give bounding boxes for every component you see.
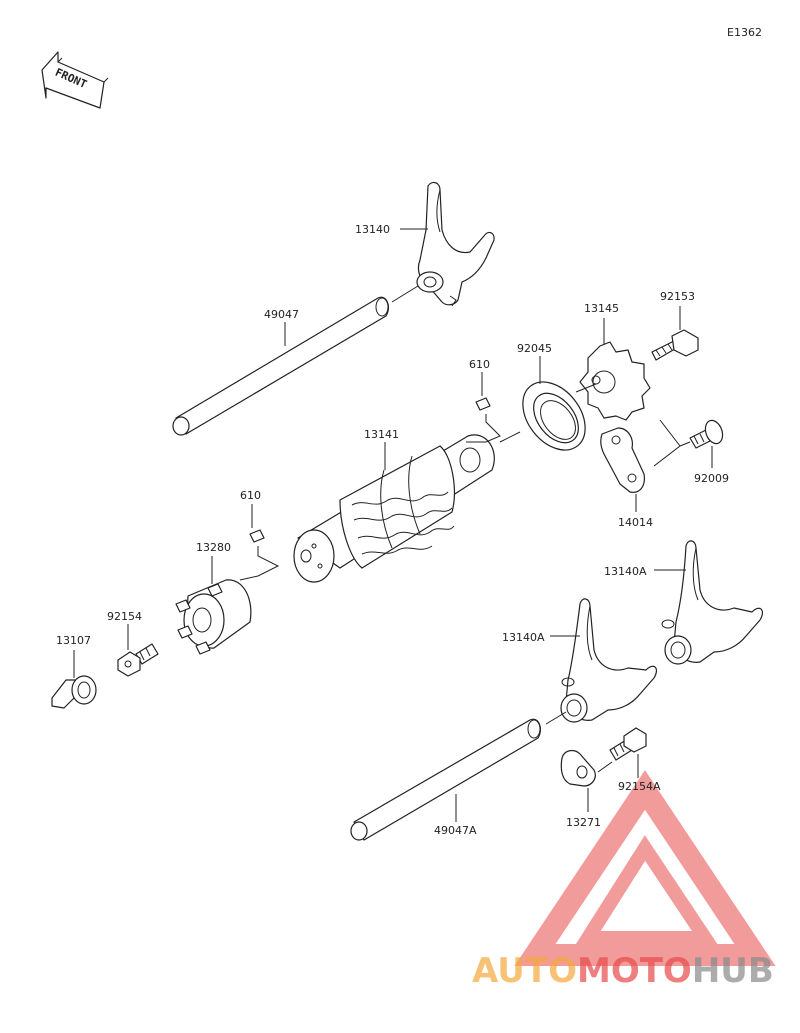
- plate-14014: [600, 427, 645, 493]
- watermark-auto: AUTO: [472, 951, 577, 991]
- label-49047: 49047: [264, 308, 299, 321]
- label-13140a-left: 13140A: [502, 631, 545, 644]
- shift-drum-13141: [293, 434, 495, 583]
- watermark-moto: MOTO: [577, 951, 692, 991]
- label-92153: 92153: [660, 290, 695, 303]
- label-13140: 13140: [355, 223, 390, 236]
- watermark-triangle-icon: [514, 770, 776, 966]
- shift-rod-49047a: [350, 718, 542, 841]
- plate-13271: [560, 749, 596, 787]
- label-610-upper: 610: [469, 358, 490, 371]
- front-arrow-icon: FRONT: [41, 51, 109, 109]
- label-14014: 14014: [618, 516, 653, 529]
- label-49047a: 49047A: [434, 824, 477, 837]
- bolt-92154: [117, 643, 159, 677]
- label-92154: 92154: [107, 610, 142, 623]
- label-92045: 92045: [517, 342, 552, 355]
- screw-92009: [689, 419, 724, 449]
- shift-fork-13140a-right: [661, 540, 764, 665]
- label-13145: 13145: [584, 302, 619, 315]
- shift-rod-49047: [172, 296, 390, 436]
- label-13280: 13280: [196, 541, 231, 554]
- watermark-hub: HUB: [692, 951, 774, 991]
- watermark-logo: [514, 770, 776, 966]
- shift-fork-13140a-left: [560, 598, 658, 723]
- bolt-92153: [651, 329, 699, 361]
- label-92154a: 92154A: [618, 780, 661, 793]
- bearing-92045: [522, 381, 586, 451]
- label-13140a-right: 13140A: [604, 565, 647, 578]
- watermark-brand: AUTOMOTOHUB: [472, 951, 774, 991]
- shift-fork-13140: [416, 181, 495, 307]
- diagram-code: E1362: [727, 26, 762, 39]
- watermark-inner-triangle-icon: [575, 835, 719, 945]
- shift-cam-plate-13145: [579, 341, 651, 421]
- pin-610-upper: [475, 397, 491, 411]
- bolt-92154a: [609, 727, 647, 761]
- shift-drum-segment-13280: [175, 579, 252, 655]
- label-13271: 13271: [566, 816, 601, 829]
- label-13107: 13107: [56, 634, 91, 647]
- label-610-lower: 610: [240, 489, 261, 502]
- pin-13107: [51, 675, 97, 709]
- pin-610-lower: [249, 529, 265, 543]
- label-92009: 92009: [694, 472, 729, 485]
- label-13141: 13141: [364, 428, 399, 441]
